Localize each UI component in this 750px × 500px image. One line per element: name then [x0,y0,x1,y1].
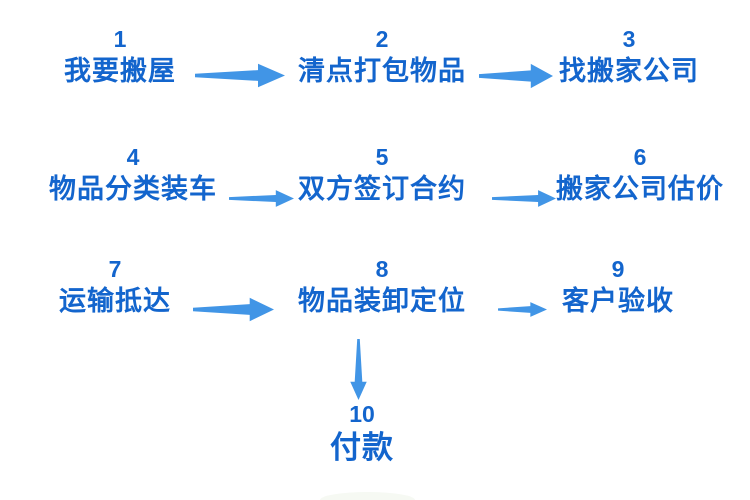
step-4-number: 4 [126,144,140,170]
step-6: 6 搬家公司估价 [535,144,745,204]
arrow-2-to-3-icon [479,62,553,90]
arrow-8-to-10-icon [349,339,368,400]
arrow-5-to-6-icon [492,188,556,209]
step-6-label: 搬家公司估价 [556,174,724,204]
step-5-label: 双方签订合约 [298,174,466,204]
step-6-number: 6 [633,144,647,170]
step-8-number: 8 [375,256,389,282]
step-9-number: 9 [611,256,625,282]
step-2: 2 清点打包物品 [282,26,482,86]
step-7-number: 7 [108,256,122,282]
step-1-label: 我要搬屋 [64,56,176,86]
step-1-number: 1 [113,26,127,52]
step-3-number: 3 [622,26,636,52]
step-2-label: 清点打包物品 [298,56,466,86]
step-7-label: 运输抵达 [59,286,171,316]
step-9-label: 客户验收 [562,286,674,316]
step-9: 9 客户验收 [538,256,698,316]
cutoff-shape-bottom [320,492,415,500]
step-7: 7 运输抵达 [35,256,195,316]
arrow-7-to-8-icon [193,296,274,323]
step-3-label: 找搬家公司 [559,56,699,86]
step-10-number: 10 [349,401,375,427]
step-5: 5 双方签订合约 [282,144,482,204]
step-2-number: 2 [375,26,389,52]
arrow-1-to-2-icon [195,62,285,89]
step-3: 3 找搬家公司 [534,26,724,86]
step-10-label: 付款 [330,430,394,465]
step-4-label: 物品分类装车 [49,174,217,204]
arrow-4-to-5-icon [229,188,294,209]
arrow-8-to-9-icon [498,301,547,318]
step-4: 4 物品分类装车 [33,144,233,204]
step-1: 1 我要搬屋 [40,26,200,86]
step-8: 8 物品装卸定位 [277,256,487,316]
step-5-number: 5 [375,144,389,170]
step-10: 10 付款 [282,401,442,465]
step-8-label: 物品装卸定位 [298,286,466,316]
